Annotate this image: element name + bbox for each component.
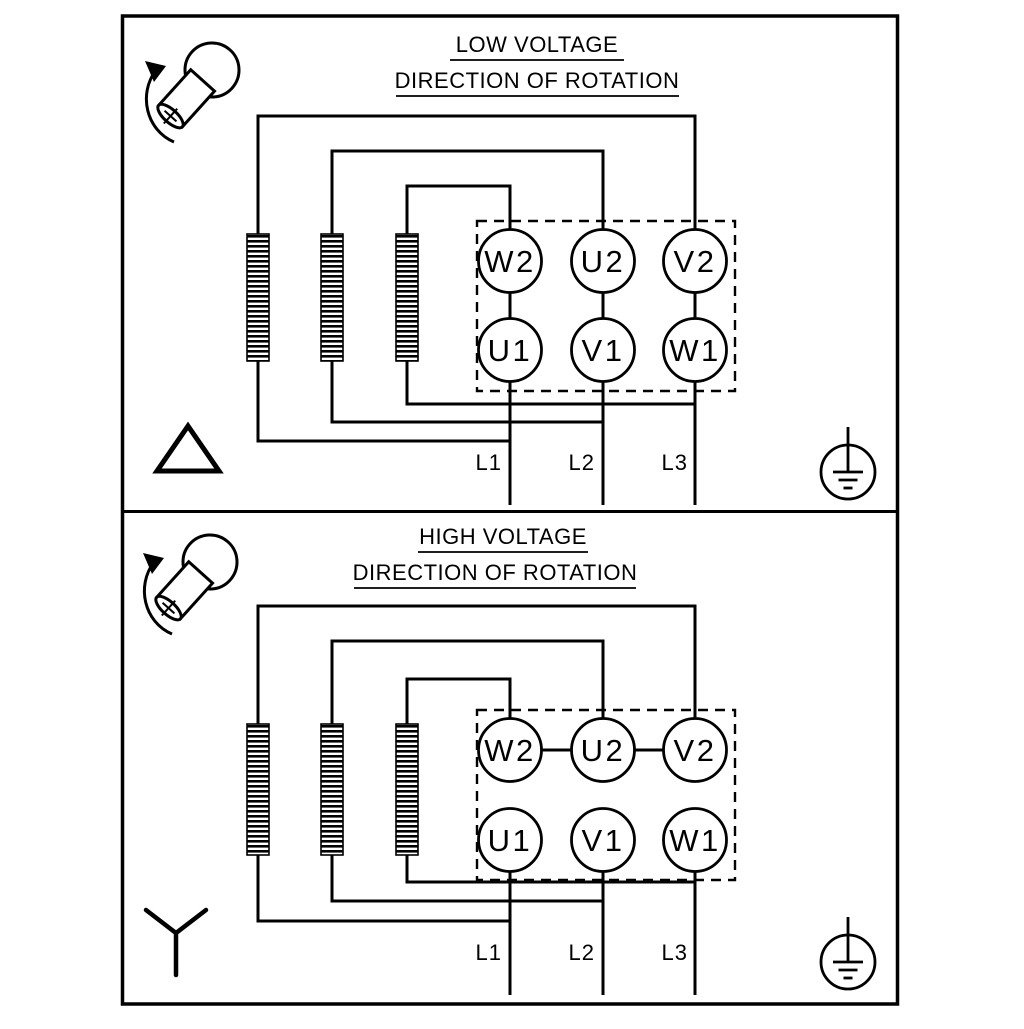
- winding-wire-outer: [256, 604, 697, 724]
- panel-title: LOW VOLTAGE: [456, 32, 618, 57]
- supply-line-label-l2: L2: [569, 450, 595, 475]
- terminal-v2: V2: [662, 228, 728, 294]
- terminal-u2: U2: [570, 717, 636, 783]
- terminal-label: V2: [674, 733, 717, 768]
- winding-coil: [320, 723, 344, 856]
- winding-coil: [246, 723, 270, 856]
- terminal-circle: [570, 228, 636, 294]
- terminal-u1: U1: [477, 807, 543, 873]
- terminal-u2: U2: [570, 228, 636, 294]
- panel-title: HIGH VOLTAGE: [419, 524, 587, 549]
- terminal-label: U2: [581, 733, 626, 768]
- supply-line-label-l1: L1: [476, 940, 502, 965]
- terminal-w2: W2: [477, 717, 543, 783]
- star-connection-icon: [143, 907, 209, 978]
- coil-bottom-wire-outer: [256, 855, 510, 923]
- terminal-label: U2: [581, 244, 626, 279]
- terminal-label: W2: [484, 733, 536, 768]
- winding-coil: [320, 233, 344, 362]
- low-voltage-panel: LOW VOLTAGE DIRECTION OF ROTATION W2: [142, 30, 877, 505]
- terminal-label: U1: [488, 823, 533, 858]
- winding-wire-outer: [256, 114, 697, 234]
- high-voltage-panel: HIGH VOLTAGE DIRECTION OF ROTATION W2: [140, 522, 877, 995]
- terminal-circle: [570, 317, 636, 383]
- terminal-label: W1: [669, 333, 721, 368]
- coil-bottom-wire-middle: [330, 361, 603, 424]
- terminal-u1: U1: [477, 317, 543, 383]
- winding-coil: [395, 723, 419, 856]
- terminal-circle: [570, 717, 636, 783]
- terminal-circle: [477, 717, 543, 783]
- winding-wire-inner: [405, 184, 512, 234]
- winding-wire-middle: [330, 639, 605, 724]
- terminal-v1: V1: [570, 317, 636, 383]
- winding-coil: [246, 233, 270, 362]
- terminal-w1: W1: [662, 807, 728, 873]
- terminal-circle: [477, 317, 543, 383]
- winding-coil: [395, 233, 419, 362]
- terminal-label: U1: [488, 333, 533, 368]
- terminal-w2: W2: [477, 228, 543, 294]
- terminal-label: W1: [669, 823, 721, 858]
- coil-bottom-wire-outer: [256, 361, 510, 443]
- supply-line-label-l3: L3: [662, 450, 688, 475]
- supply-line-label-l1: L1: [476, 450, 502, 475]
- delta-connection-icon: [152, 421, 224, 474]
- terminal-box: [475, 219, 737, 393]
- coil-bottom-wire-inner: [405, 855, 695, 884]
- winding-wire-inner: [405, 677, 512, 724]
- winding-wire-middle: [330, 149, 605, 234]
- terminal-circle: [477, 807, 543, 873]
- supply-line-label-l2: L2: [569, 940, 595, 965]
- terminal-label: W2: [484, 244, 536, 279]
- terminal-v1: V1: [570, 807, 636, 873]
- terminal-circle: [662, 717, 728, 783]
- panel-subtitle: DIRECTION OF ROTATION: [353, 560, 638, 585]
- terminal-w1: W1: [662, 317, 728, 383]
- terminal-circle: [662, 228, 728, 294]
- panel-subtitle: DIRECTION OF ROTATION: [395, 68, 680, 93]
- terminal-circle: [477, 228, 543, 294]
- terminal-label: V2: [674, 244, 717, 279]
- terminal-label: V1: [582, 333, 625, 368]
- terminal-circle: [662, 317, 728, 383]
- terminal-box: [475, 708, 737, 882]
- terminal-circle: [570, 807, 636, 873]
- supply-line-label-l3: L3: [662, 940, 688, 965]
- terminal-v2: V2: [662, 717, 728, 783]
- coil-bottom-wire-inner: [405, 361, 695, 406]
- terminal-label: V1: [582, 823, 625, 858]
- coil-bottom-wire-middle: [330, 855, 603, 903]
- terminal-circle: [662, 807, 728, 873]
